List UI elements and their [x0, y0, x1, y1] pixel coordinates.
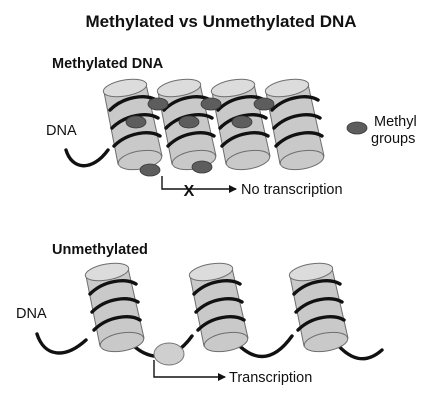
methyl-group-legend-icon — [346, 121, 368, 135]
bottom-dna-strand-left — [35, 332, 88, 355]
methyl-group — [231, 115, 253, 129]
block-mark: X — [184, 183, 195, 200]
bottom-dna-label: DNA — [16, 306, 47, 322]
methyl-group — [178, 115, 200, 129]
unmethylated-heading: Unmethylated — [52, 242, 148, 258]
bottom-nucleosome-3 — [288, 262, 349, 353]
methyl-group — [125, 115, 147, 129]
methyl-legend-line1: Methyl — [374, 114, 417, 130]
top-dna-label: DNA — [46, 123, 77, 139]
no-transcription-label: No transcription — [241, 182, 343, 198]
bottom-nucleosome-2 — [188, 262, 249, 353]
methyl-legend-line2: groups — [371, 131, 415, 147]
top-dna-strand-left — [64, 148, 110, 168]
methyl-group — [147, 97, 169, 111]
methyl-group — [200, 97, 222, 111]
bottom-nucleosome-1 — [84, 262, 145, 353]
methyl-group — [191, 160, 213, 174]
transcription-factor — [153, 342, 185, 366]
methylated-heading: Methylated DNA — [52, 56, 164, 72]
transcription-label: Transcription — [229, 370, 312, 386]
top-nucleosome-4 — [264, 78, 325, 171]
methyl-group — [253, 97, 275, 111]
no-transcription-arrow — [161, 176, 237, 193]
methyl-group-blocking — [139, 163, 161, 177]
diagram-title: Methylated vs Unmethylated DNA — [85, 12, 356, 31]
transcription-arrow — [153, 360, 226, 381]
